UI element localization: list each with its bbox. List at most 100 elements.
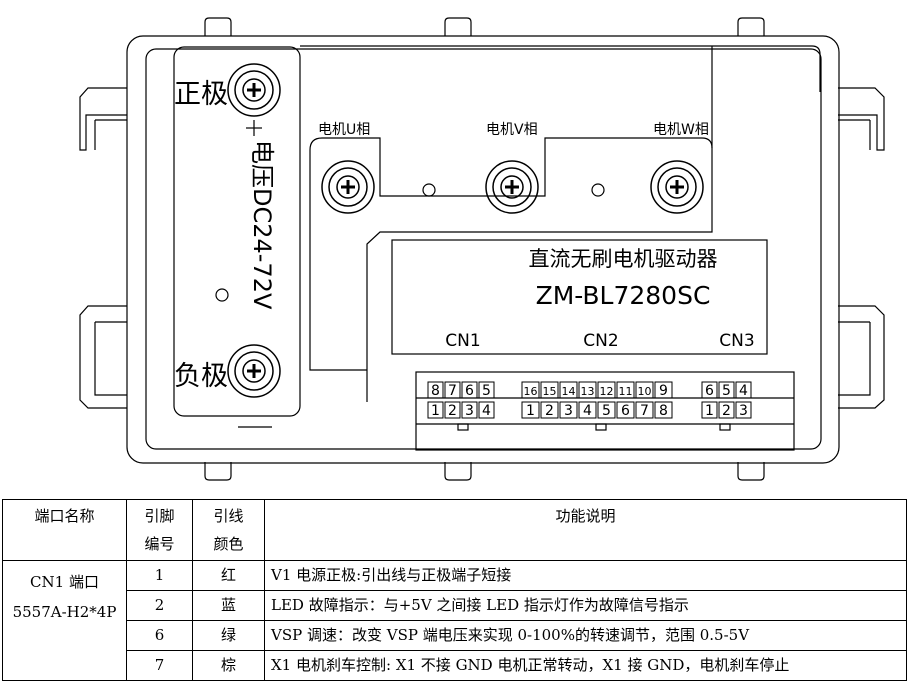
table-row: CN1 端口 5557A-H2*4P 1 红 V1 电源正极:引出线与正极端子短… (2, 560, 907, 681)
header-wire-line2: 颜色 (213, 535, 244, 553)
pin-number-cn2: 4 (583, 403, 592, 419)
pin-number-cn2: 16 (524, 385, 538, 398)
pin-box (654, 381, 673, 399)
pin-box (635, 381, 654, 399)
header-function: 功能说明 (264, 499, 907, 561)
pin-number-cn1: 8 (431, 383, 440, 399)
pin-number-cn2: 9 (659, 383, 668, 399)
phase-w-screw-icon (650, 160, 704, 214)
pin-box (701, 381, 718, 399)
pin-box (478, 381, 495, 399)
pin-number-cn2: 11 (619, 385, 633, 398)
pin-number-cn1: 1 (431, 403, 440, 419)
phase-u-label: 电机U相 (318, 122, 370, 138)
pin-box (427, 401, 444, 419)
color-cell: 绿 (192, 620, 265, 651)
pin-number-cn2: 12 (600, 385, 614, 398)
driver-outline-diagram: 正极 负极 电压DC24-72V 电机U相 电机V相 电机W相 直流无刷电机驱动… (79, 17, 885, 481)
pin-number-cn2: 8 (659, 403, 668, 419)
pin-box (540, 381, 559, 399)
color-cell: 蓝 (192, 590, 265, 621)
pin-cell: 7 (126, 650, 193, 681)
pin-number-cn2: 10 (638, 385, 652, 398)
header-pin-line2: 编号 (144, 535, 175, 553)
pin-box (461, 381, 478, 399)
pin-box (578, 401, 597, 419)
pin-box (718, 401, 735, 419)
pin-number-cn2: 1 (526, 403, 535, 419)
table-row: 2 蓝 LED 故障指示：与+5V 之间接 LED 指示灯作为故障信号指示 (3, 590, 907, 621)
negative-terminal-label: 负极 (174, 361, 228, 392)
pin-number-cn3: 6 (705, 383, 714, 399)
connector-label-cn1: CN1 (445, 331, 480, 351)
pin-cell: 2 (126, 590, 193, 621)
header-port-name: 端口名称 (2, 499, 127, 561)
connector-label-cn2: CN2 (583, 331, 618, 351)
pin-box (578, 381, 597, 399)
phase-w-label: 电机W相 (653, 122, 709, 138)
pin-number-cn2: 6 (621, 403, 630, 419)
pin-box (616, 401, 635, 419)
pin-number-cn2: 13 (581, 385, 595, 398)
phase-v-label: 电机V相 (486, 122, 538, 138)
pin-box (701, 401, 718, 419)
pin-box (635, 401, 654, 419)
port-function-table: 端口名称 引脚 编号 引线 颜色 功能说明 CN1 端口 5557A-H2*4P… (2, 499, 907, 681)
pin-box (559, 401, 578, 419)
pin-cell: 1 (126, 560, 193, 591)
pin-number-cn1: 5 (482, 383, 491, 399)
pin-number-cn2: 7 (640, 403, 649, 419)
positive-terminal-label: 正极 (174, 79, 228, 110)
pin-box (540, 401, 559, 419)
table-header-row: 端口名称 引脚 编号 引线 颜色 功能说明 (2, 499, 907, 561)
pin-number-cn1: 3 (465, 403, 474, 419)
phase-v-screw-icon (485, 160, 539, 214)
pin-number-cn1: 4 (482, 403, 491, 419)
table-row: 7 棕 X1 电机刹车控制: X1 不接 GND 电机正常转动，X1 接 GND… (3, 650, 907, 681)
port-name: CN1 端口 (30, 573, 99, 591)
pin-number-cn2: 14 (562, 385, 576, 398)
pin-box (735, 381, 752, 399)
pin-number-cn2: 3 (564, 403, 573, 419)
pin-box (521, 401, 540, 419)
function-cell: VSP 调速：改变 VSP 端电压来实现 0-100%的转速调节，范围 0.5-… (264, 620, 907, 651)
header-wire-color: 引线 颜色 (192, 499, 265, 561)
color-cell: 红 (192, 560, 265, 591)
pin-box (559, 381, 578, 399)
pin-number-cn1: 6 (465, 383, 474, 399)
pin-box (616, 381, 635, 399)
pin-number-cn2: 15 (543, 385, 557, 398)
pin-number-cn1: 7 (448, 383, 457, 399)
pin-number-cn1: 2 (448, 403, 457, 419)
pin-number-cn3: 2 (722, 403, 731, 419)
connector-label-cn3: CN3 (719, 331, 754, 351)
port-part-number: 5557A-H2*4P (12, 603, 117, 621)
pin-box (478, 401, 495, 419)
pin-box (521, 381, 540, 399)
color-cell: 棕 (192, 650, 265, 681)
pin-box (444, 401, 461, 419)
header-wire-line1: 引线 (213, 507, 244, 525)
port-name-cell: CN1 端口 5557A-H2*4P (2, 560, 127, 681)
pin-box (735, 401, 752, 419)
negative-screw-icon (227, 344, 281, 398)
voltage-label: 电压DC24-72V (248, 140, 276, 310)
pin-box (444, 381, 461, 399)
pin-number-cn3: 1 (705, 403, 714, 419)
pin-number-cn2: 2 (545, 403, 554, 419)
function-cell: V1 电源正极:引出线与正极端子短接 (264, 560, 907, 591)
pin-box (597, 401, 616, 419)
pin-number-cn3: 4 (739, 383, 748, 399)
pin-box (427, 381, 444, 399)
phase-u-screw-icon (321, 160, 375, 214)
product-name: 直流无刷电机驱动器 (529, 247, 718, 271)
function-cell: X1 电机刹车控制: X1 不接 GND 电机正常转动，X1 接 GND，电机刹… (264, 650, 907, 681)
table-row: 6 绿 VSP 调速：改变 VSP 端电压来实现 0-100%的转速调节，范围 … (3, 620, 907, 651)
positive-screw-icon (227, 63, 281, 117)
pin-number-cn3: 3 (739, 403, 748, 419)
header-pin-number: 引脚 编号 (126, 499, 193, 561)
pin-cell: 6 (126, 620, 193, 651)
pin-box (654, 401, 673, 419)
function-cell: LED 故障指示：与+5V 之间接 LED 指示灯作为故障信号指示 (264, 590, 907, 621)
